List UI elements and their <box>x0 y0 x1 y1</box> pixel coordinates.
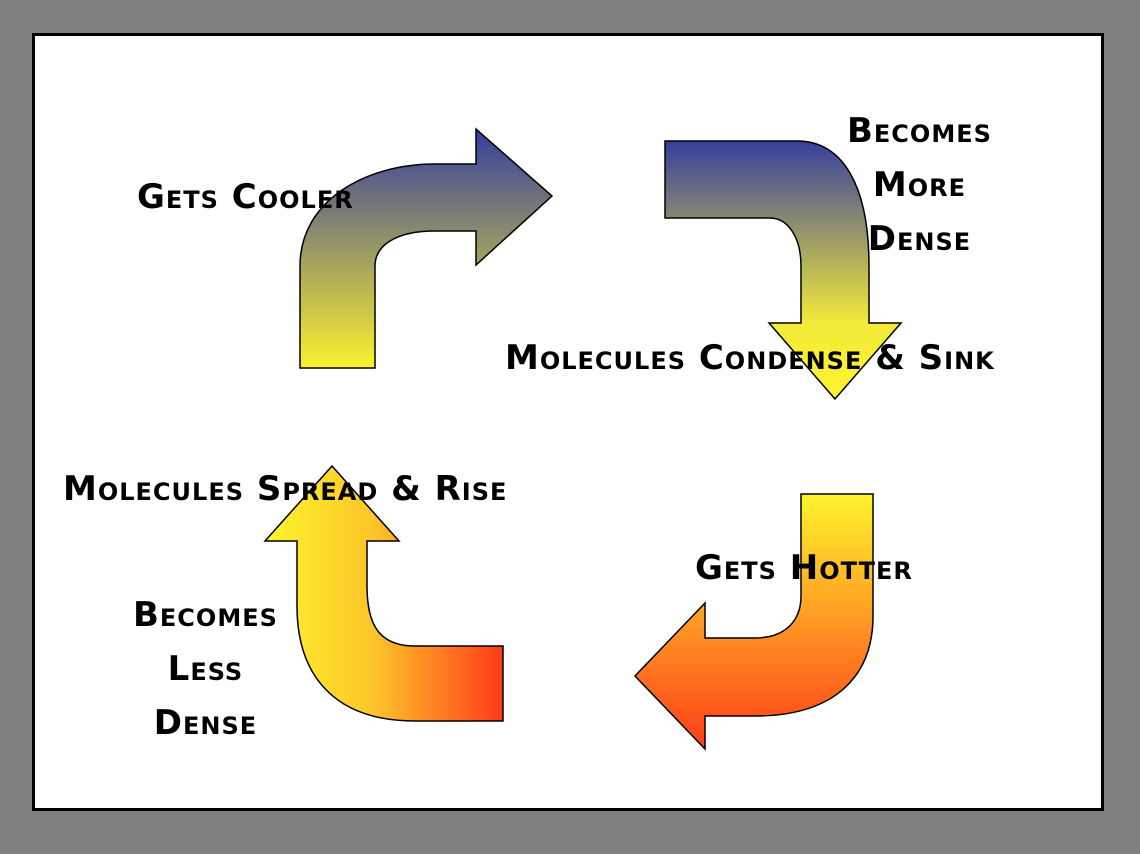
becomes-less-dense-label: Becomes Less Dense <box>133 598 278 740</box>
becomes-more-dense-label: Becomes More Dense <box>847 114 992 256</box>
sinking-arrow <box>664 140 903 401</box>
cycle-diagram <box>263 127 903 751</box>
becomes-more-dense-line-2: More <box>872 165 966 205</box>
spread-rise-label: Molecules Spread & Rise <box>63 469 508 509</box>
becomes-more-dense-line-1: Becomes <box>847 111 992 151</box>
gets-cooler-label: Gets Cooler <box>137 177 354 217</box>
becomes-less-dense-line-2: Less <box>167 649 244 689</box>
becomes-less-dense-line-1: Becomes <box>133 595 278 635</box>
condense-sink-label: Molecules Condense & Sink <box>505 338 995 378</box>
becomes-more-dense-line-3: Dense <box>867 219 972 259</box>
rising-arrow <box>263 464 504 722</box>
slide: Gets Cooler Becomes More Dense Molecules… <box>32 33 1104 811</box>
heating-arrow <box>633 493 874 751</box>
becomes-less-dense-line-3: Dense <box>153 703 258 743</box>
gets-hotter-label: Gets Hotter <box>695 548 913 588</box>
cooling-arrow <box>299 127 554 369</box>
